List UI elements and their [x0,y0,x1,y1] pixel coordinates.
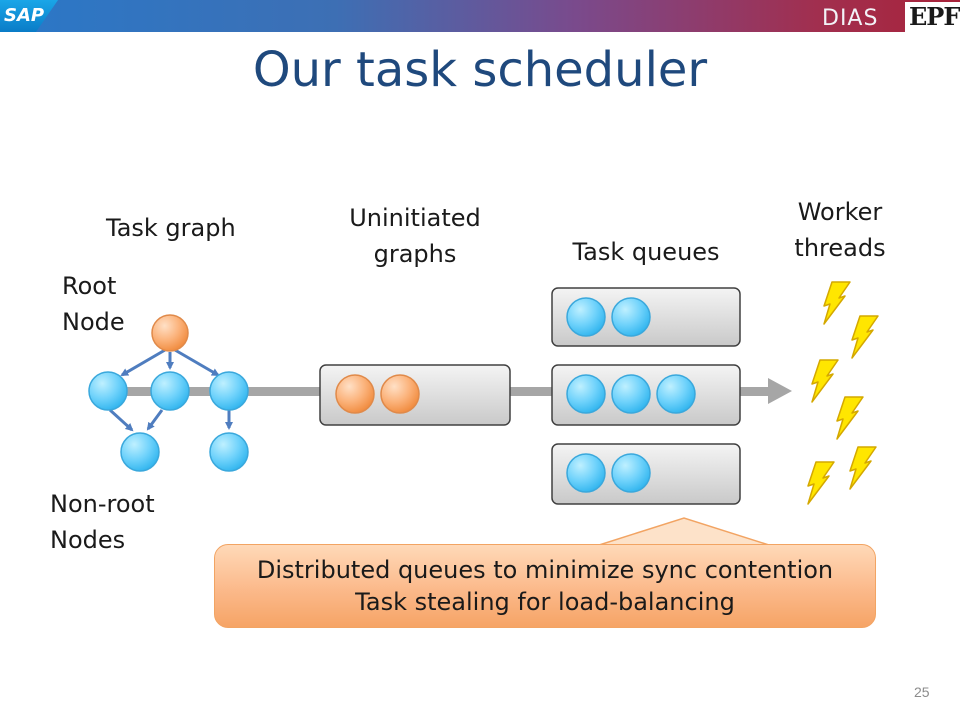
edge-root-to-right [174,348,220,377]
queue-item [380,374,420,414]
queue-item [566,453,606,493]
worker-threads-label: Worker threads [775,194,905,266]
uninitiated-graphs-label: Uninitiated graphs [320,200,510,272]
root-node-label: Root Node [62,268,125,340]
uninitiated-label-line1: Uninitiated [349,204,481,232]
graph-node-left [88,371,128,411]
lightning-icon [811,359,839,403]
dias-logo: DIAS [822,6,879,31]
non-root-label-line2: Nodes [50,526,126,554]
worker-label-line1: Worker [797,198,883,226]
worker-threads [807,281,879,505]
epfl-logo: EPFL [905,2,960,32]
edge-left-to-bottomleft [108,408,134,432]
edge-root-to-left [120,348,166,377]
sap-logo-text: SAP [4,5,45,26]
task-graph-label: Task graph [106,214,236,242]
lightning-icon [807,461,835,505]
queue-item [566,297,606,337]
root-node [151,314,189,352]
uninitiated-label-line2: graphs [373,240,457,268]
non-root-label-line1: Non-root [50,490,155,518]
edge-middle-to-bottomleft [146,409,164,431]
queue-item [611,374,651,414]
graph-node-right [209,371,249,411]
graph-node-bottom-left [120,432,160,472]
root-node-label-line1: Root [62,272,117,300]
slide-title: Our task scheduler [252,42,708,98]
callout-line2: Task stealing for load-balancing [355,588,735,616]
header-bar [0,0,960,32]
epfl-logo-text: EPFL [909,2,960,31]
task-graph-edges [108,348,233,432]
queue-item [335,374,375,414]
non-root-nodes-label: Non-root Nodes [50,486,155,558]
task-queues-label: Task queues [572,238,720,266]
queue-item [656,374,696,414]
queue-item [611,297,651,337]
queue-item [566,374,606,414]
lightning-icon [823,281,851,325]
graph-node-middle [150,371,190,411]
graph-node-bottom-right [209,432,249,472]
page-number: 25 [914,684,930,700]
callout-pointer [595,517,773,547]
queue-item [611,453,651,493]
root-node-label-line2: Node [62,308,125,336]
lightning-icon [851,315,879,359]
worker-label-line2: threads [794,234,886,262]
callout-line1: Distributed queues to minimize sync cont… [256,556,834,584]
flow-arrow-head [768,378,792,404]
callout-box: Distributed queues to minimize sync cont… [214,544,876,628]
lightning-icon [836,396,864,440]
lightning-icon [849,446,877,490]
